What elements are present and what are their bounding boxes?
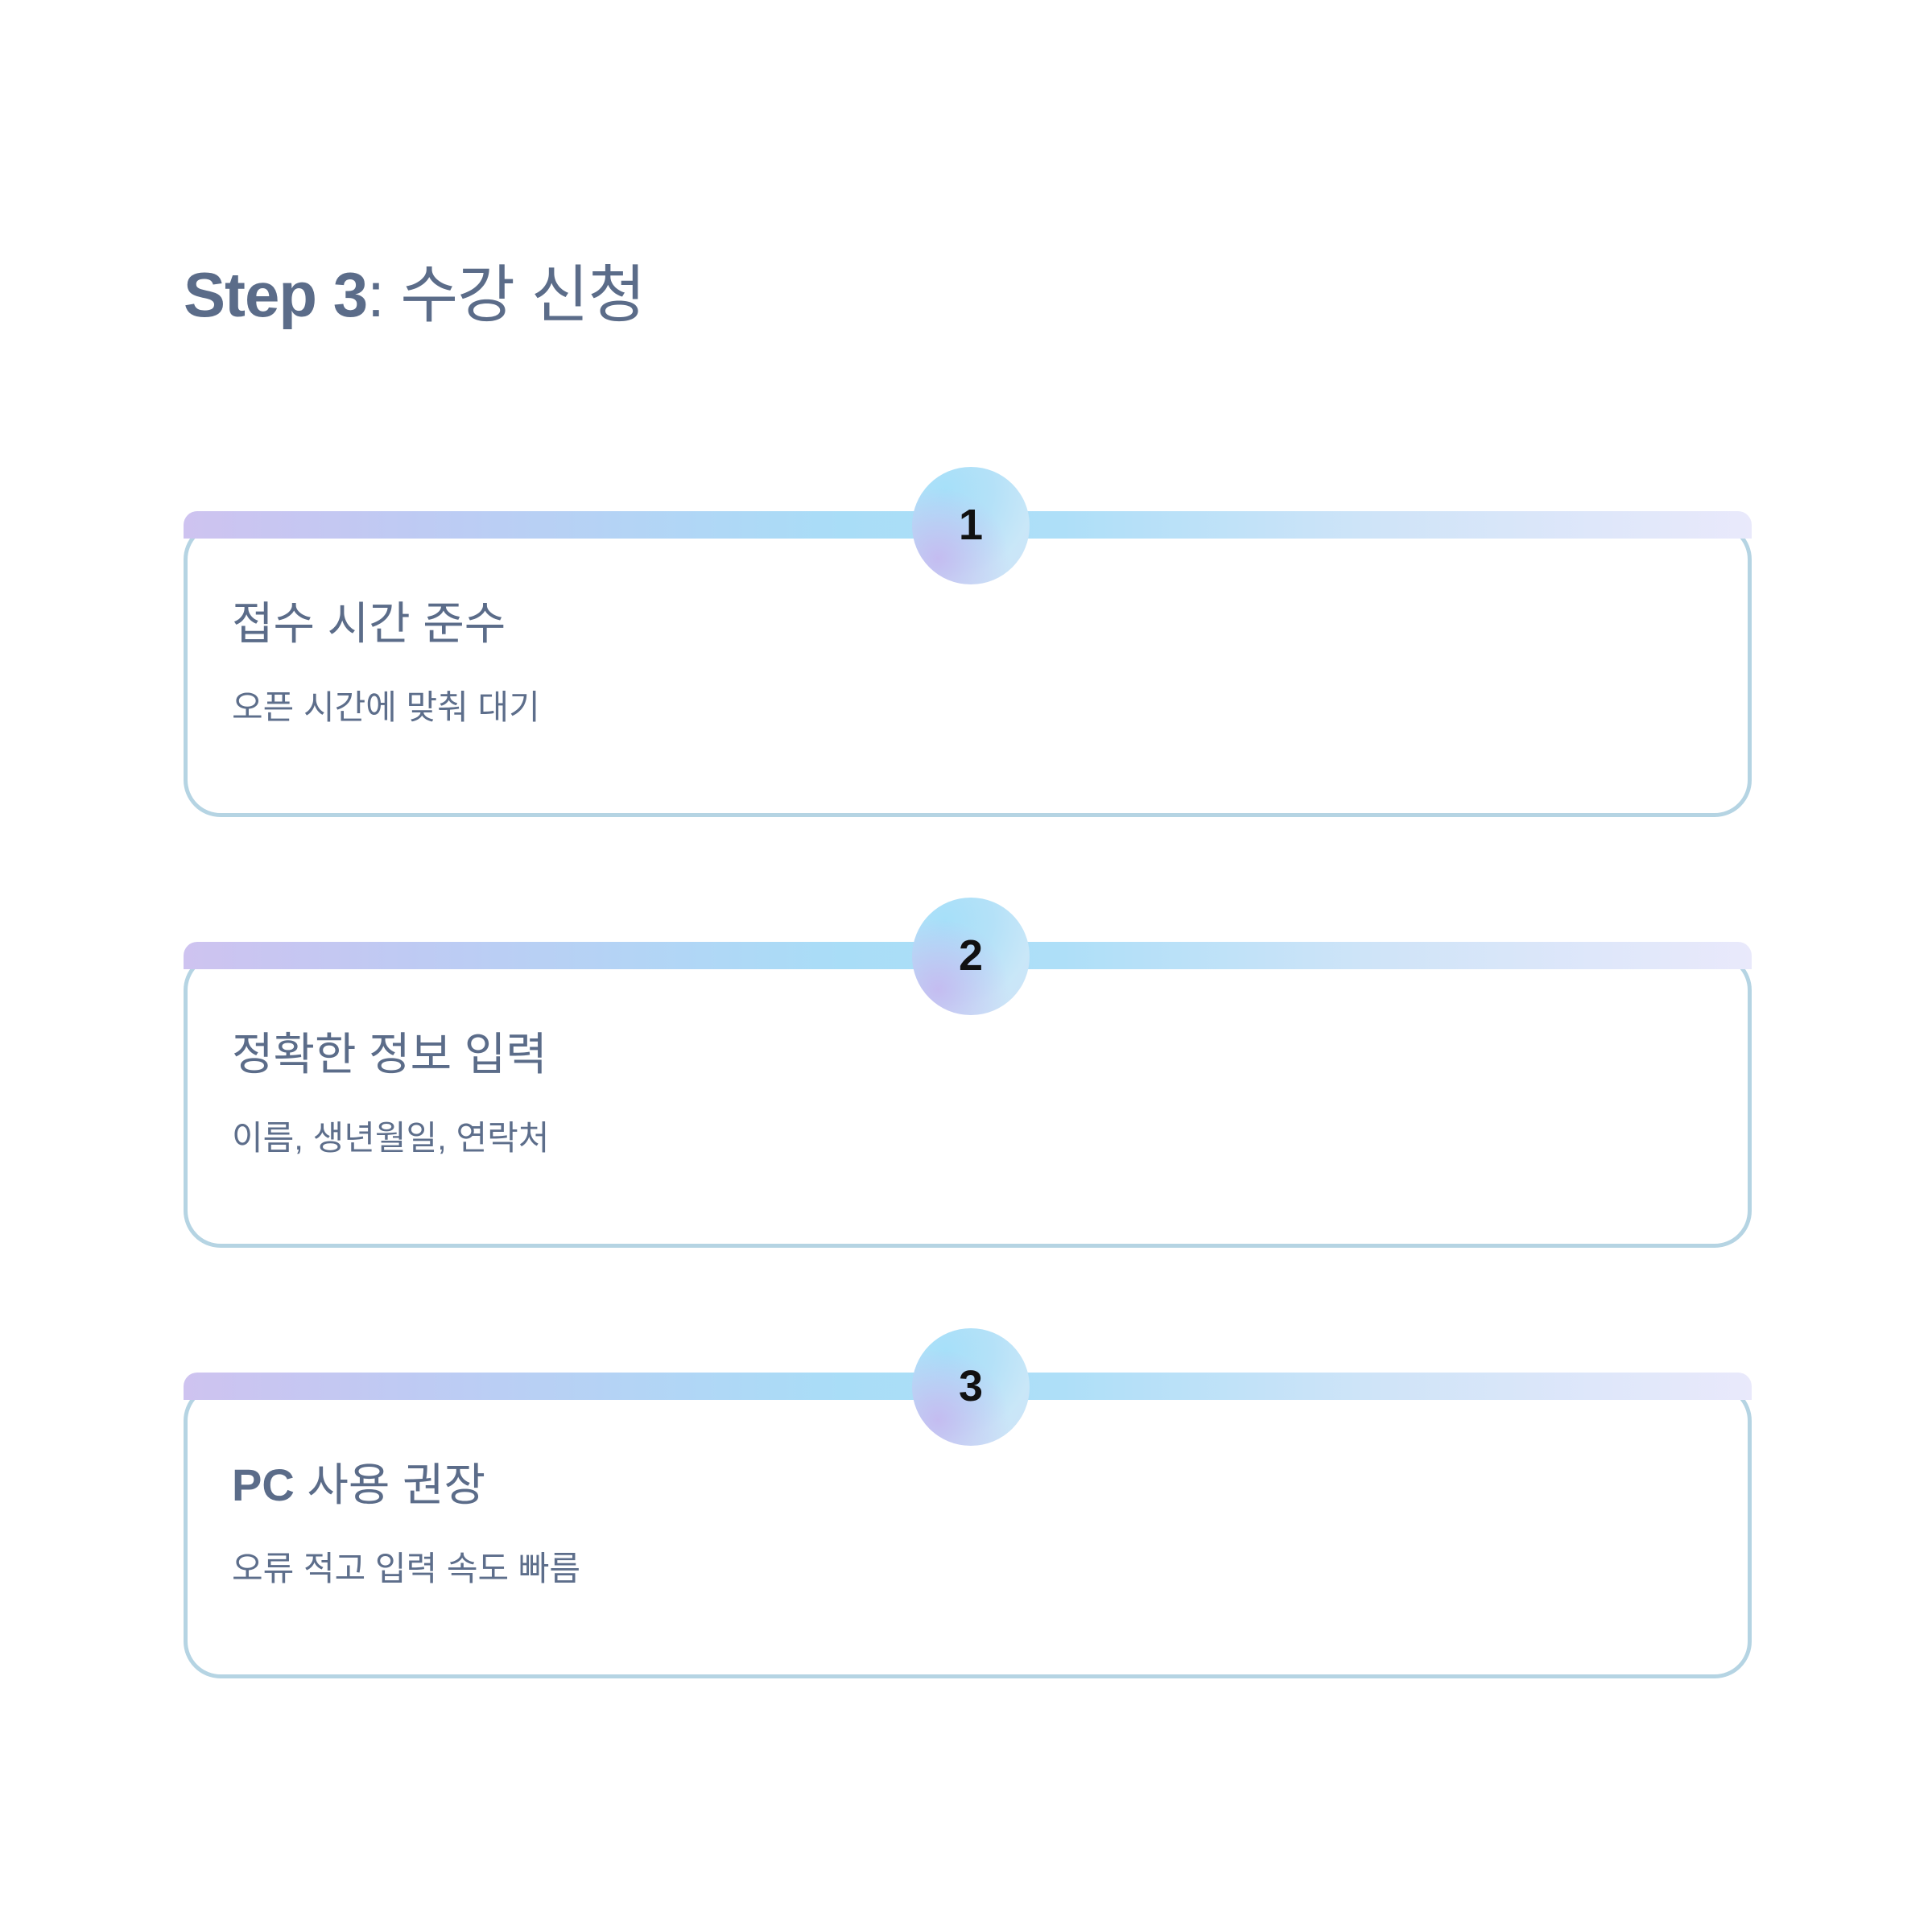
step-number-badge: 3 (912, 1328, 1030, 1446)
card-heading-strong: PC (232, 1459, 295, 1510)
step-card-3[interactable]: 3 PC 사용 권장 오류 적고 입력 속도 빠름 (184, 1328, 1752, 1678)
card-subtitle: 오픈 시간에 맞춰 대기 (232, 688, 540, 726)
card-heading-text: 접수 시간 준수 (232, 598, 506, 649)
card-heading: 접수 시간 준수 (232, 597, 506, 650)
step-number-label: 3 (958, 1362, 984, 1410)
step-number-badge: 2 (912, 898, 1030, 1015)
card-heading: PC 사용 권장 (232, 1458, 485, 1512)
step-card-2[interactable]: 2 정확한 정보 입력 이름, 생년월일, 연락처 (184, 898, 1752, 1248)
card-subtitle: 오류 적고 입력 속도 빠름 (232, 1550, 581, 1587)
step-number-badge: 1 (912, 467, 1030, 584)
step-number-label: 1 (958, 501, 984, 549)
card-heading-text: 사용 권장 (294, 1459, 485, 1510)
page-title-step: Step 3 (184, 259, 368, 330)
card-surface (184, 1384, 1752, 1678)
steps-list: 1 접수 시간 준수 오픈 시간에 맞춰 대기 2 정확한 정보 입력 이름, … (184, 467, 1752, 1678)
page-title-subject: : 수강 신청 (367, 259, 646, 330)
step-number-label: 2 (958, 931, 984, 980)
page-title: Step 3: 수강 신청 (184, 259, 646, 332)
card-heading: 정확한 정보 입력 (232, 1027, 547, 1081)
step-card-1[interactable]: 1 접수 시간 준수 오픈 시간에 맞춰 대기 (184, 467, 1752, 817)
card-heading-text: 정확한 정보 입력 (232, 1029, 547, 1080)
card-subtitle: 이름, 생년월일, 연락처 (232, 1119, 550, 1157)
